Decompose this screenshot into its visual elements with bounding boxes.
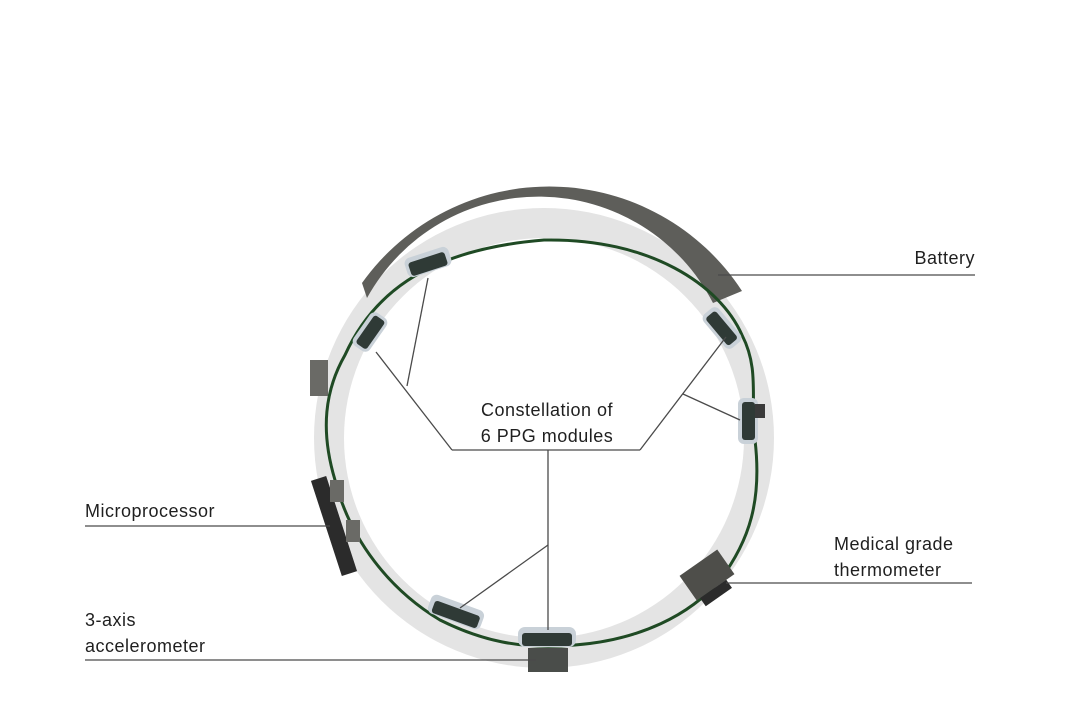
ppg-label-line2: 6 PPG modules <box>480 426 614 446</box>
ppg-module-top-left <box>404 246 452 278</box>
microprocessor-chip <box>310 475 360 577</box>
ring-body <box>314 208 774 668</box>
thermometer-chip <box>679 549 735 607</box>
ppg-modules-label: Constellation of 6 PPG modules <box>440 397 654 449</box>
ppg-module-left <box>352 312 388 352</box>
microprocessor-label-text: Microprocessor <box>85 501 216 521</box>
accelerometer-label-line2: accelerometer <box>85 636 206 656</box>
microprocessor-label: Microprocessor <box>85 498 215 524</box>
leader-lines <box>85 274 975 661</box>
circuit-trace <box>324 238 759 648</box>
battery-label-text: Battery <box>914 248 975 268</box>
thermometer-label-line2: thermometer <box>834 560 942 580</box>
ring-component-small <box>310 360 328 396</box>
thermometer-label-line1: Medical grade <box>834 534 954 554</box>
ppg-module-right <box>738 398 765 444</box>
battery-segment <box>362 186 742 303</box>
ppg-module-bottom-left <box>427 594 485 630</box>
battery-label: Battery <box>860 245 975 271</box>
ppg-module-top-right <box>702 307 742 349</box>
accelerometer-label: 3-axis accelerometer <box>85 607 206 659</box>
accelerometer-label-line1: 3-axis <box>85 610 137 630</box>
ppg-label-line1: Constellation of <box>480 400 614 420</box>
ppg-module-bottom <box>518 627 576 647</box>
thermometer-label: Medical grade thermometer <box>834 531 954 583</box>
